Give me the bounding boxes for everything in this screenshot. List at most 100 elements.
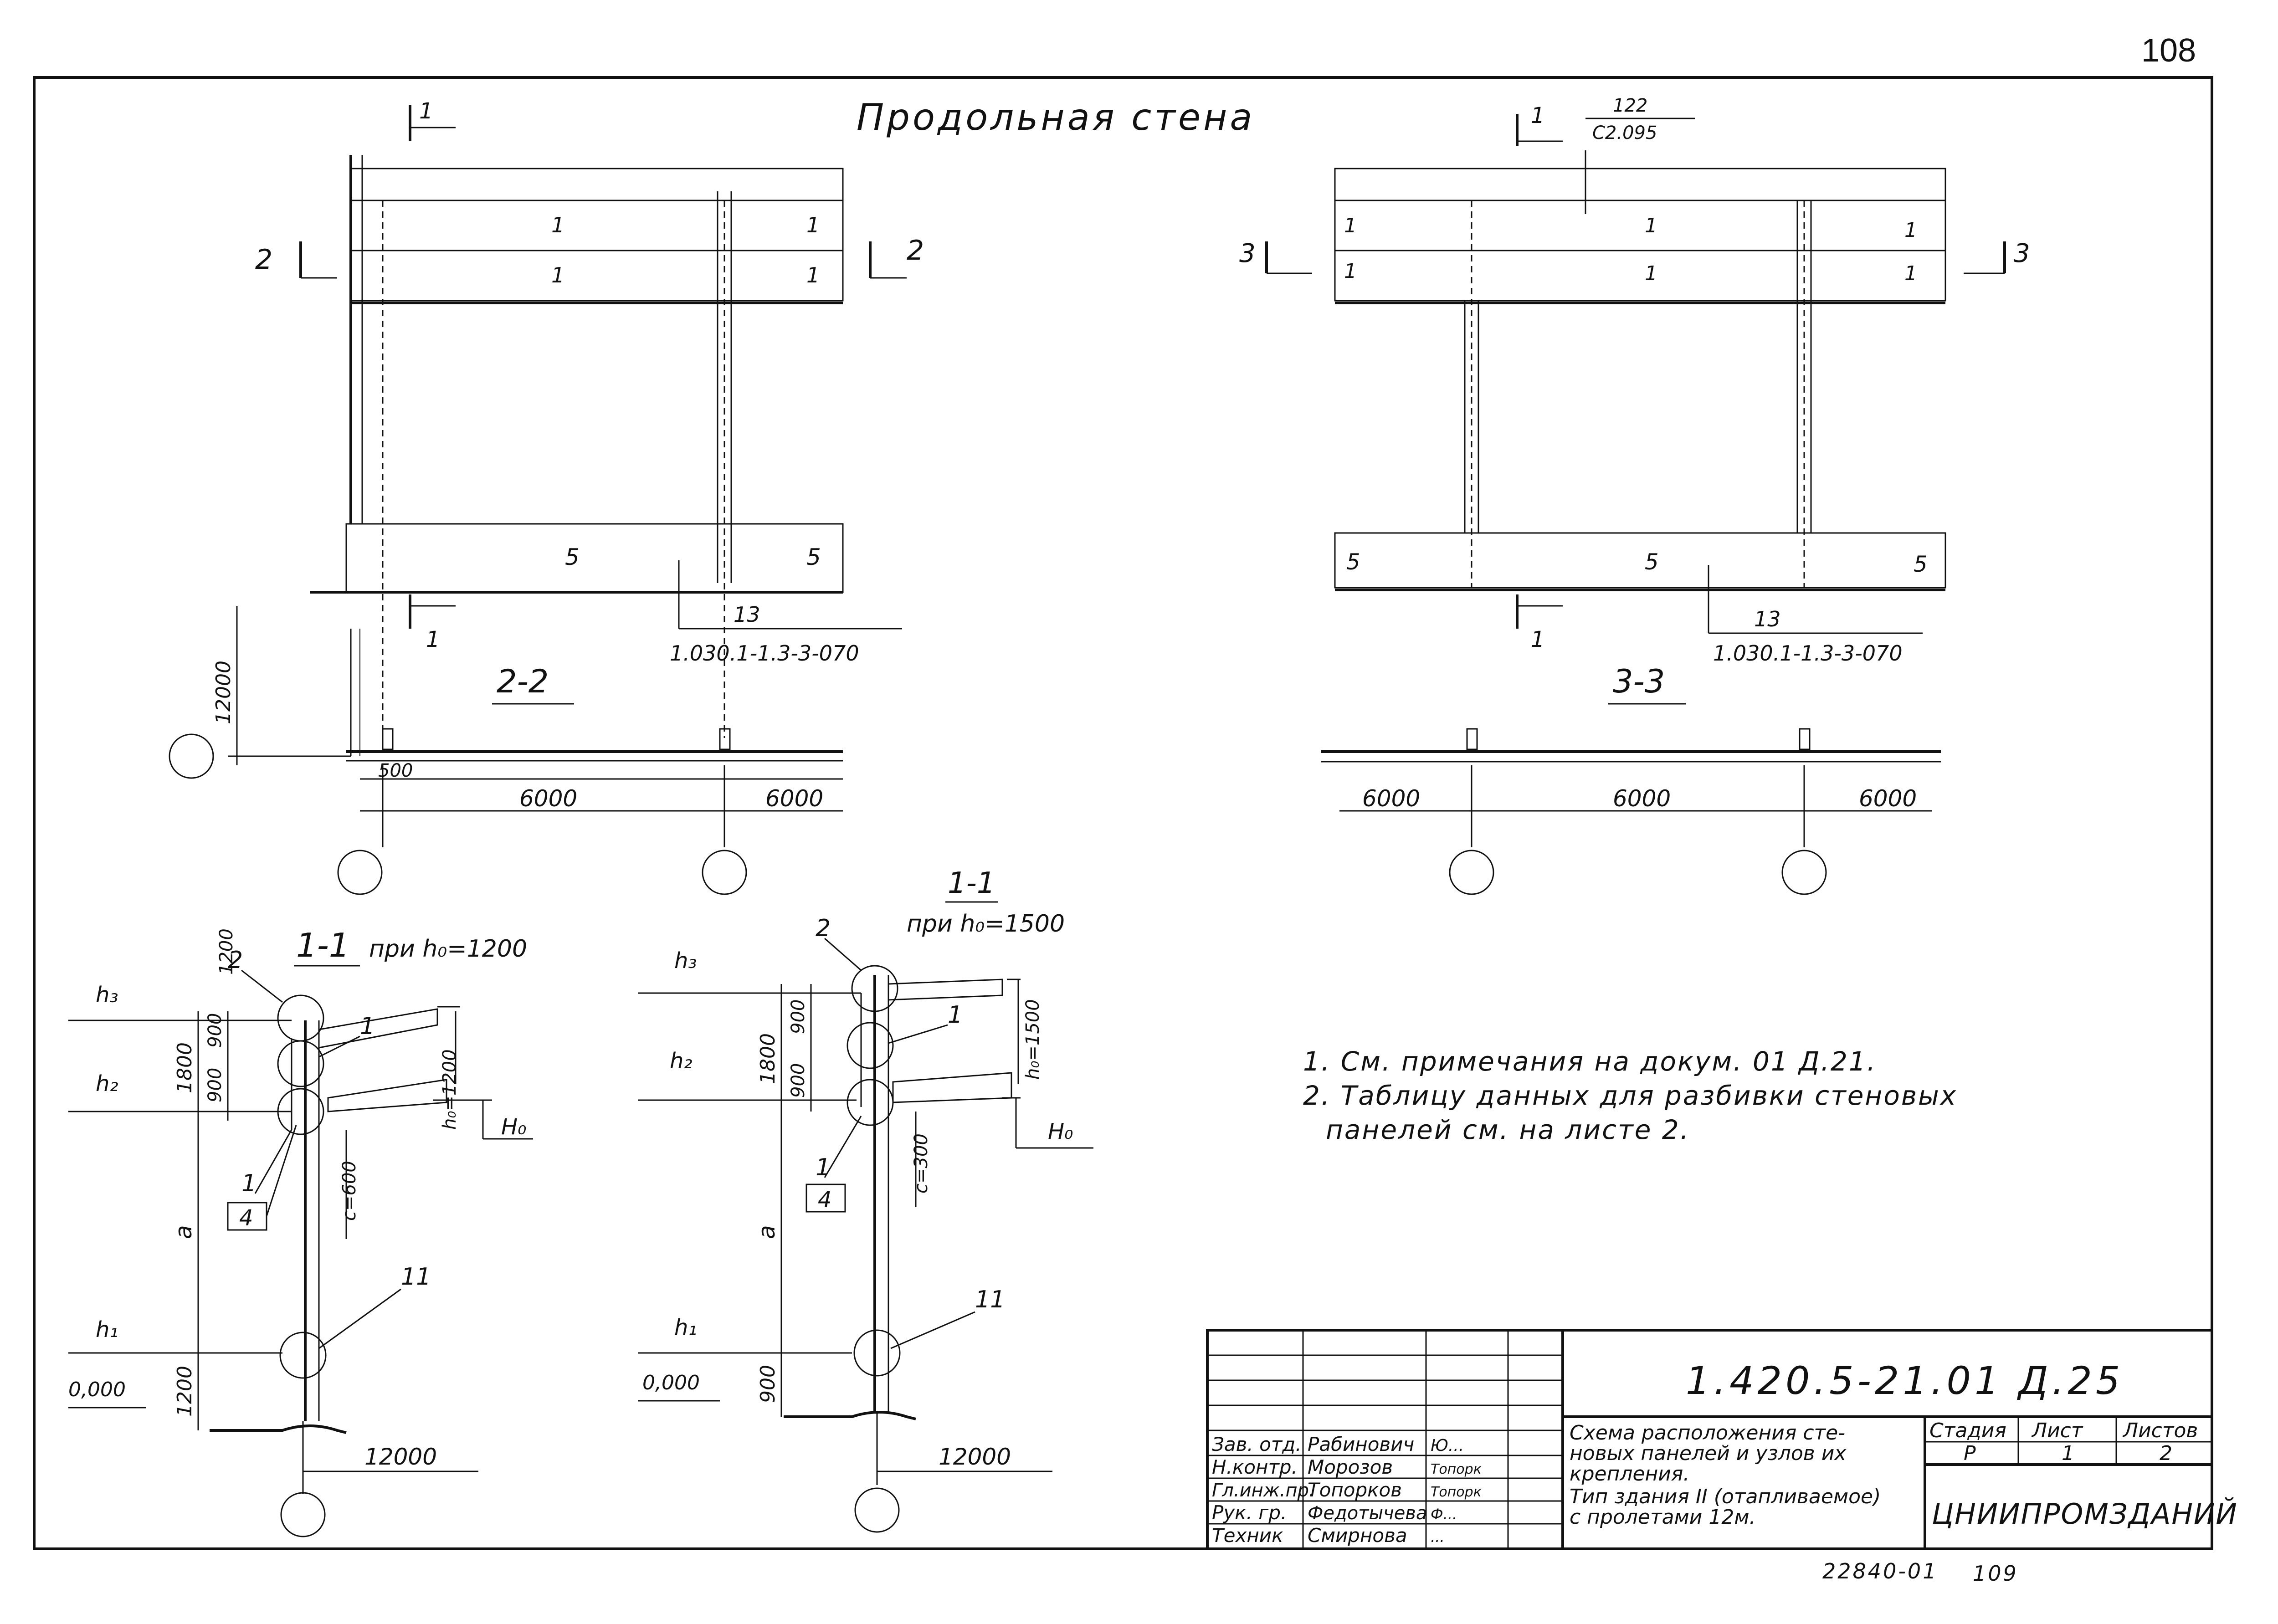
panel-row-5 — [345, 523, 844, 593]
node-label: 1 — [360, 1013, 375, 1040]
node-label: 1 — [816, 1154, 831, 1181]
dim: a — [170, 1225, 197, 1239]
staff-role: Рук. гр. — [1212, 1501, 1287, 1524]
c-dim: c=600 — [339, 1161, 360, 1221]
section-label: 2-2 — [497, 663, 549, 700]
section-3-3-elevation: 1 1 1 1 1 1 5 5 5 1 122 С2.095 3 3 1 13 … — [1239, 95, 2030, 895]
dim-height: 12000 — [212, 661, 235, 724]
sheets-value: 2 — [2160, 1442, 2172, 1465]
section-marker: 1 — [1531, 103, 1545, 128]
node-label: 4 — [239, 1205, 253, 1231]
panel-row-2 — [1334, 250, 1946, 302]
callout-code: 1.030.1-1.3-3-070 — [670, 641, 859, 666]
node-label: 11 — [975, 1286, 1005, 1313]
node-circle — [847, 1079, 894, 1126]
staff-role: Техник — [1212, 1524, 1283, 1547]
c-dim: c=300 — [911, 1133, 932, 1194]
node-label: 2 — [228, 947, 243, 974]
level-label: h₁ — [96, 1317, 118, 1342]
section-subtitle: при h₀=1500 — [907, 910, 1065, 938]
staff-role: Зав. отд. — [1212, 1433, 1302, 1455]
section-marker: 1 — [1531, 627, 1545, 652]
panel-label: 5 — [806, 544, 821, 570]
section-marker: 2 — [255, 244, 272, 276]
node-label: 1 — [241, 1170, 257, 1197]
node-label: 2 — [816, 915, 831, 942]
note-line: панелей см. на листе 2. — [1326, 1114, 1690, 1145]
dim-span: 6000 — [1859, 785, 1917, 812]
page-number: 108 — [2141, 32, 2196, 69]
callout-number: 122 — [1613, 95, 1647, 116]
level-label: h₂ — [96, 1071, 118, 1096]
panel-label: 1 — [1344, 214, 1357, 237]
section-marker: 3 — [2014, 239, 2030, 268]
staff-sign: Топорк — [1431, 1461, 1482, 1477]
node-label: 11 — [401, 1263, 431, 1291]
dim: 1800 — [756, 1033, 780, 1084]
section-1-1-h0-1500: 1-1 при h₀=1500 2 1 1 4 11 h₃ h₂ h₁ 0,00 — [638, 866, 1093, 1533]
staff-name: Рабинович — [1308, 1433, 1414, 1455]
panel-label: 1 — [1645, 262, 1657, 285]
staff-sign: Ф... — [1431, 1506, 1457, 1523]
doc-code: 1.420.5-21.01 Д.25 — [1686, 1358, 2124, 1403]
panel-row-5 — [1334, 532, 1946, 589]
section-marker: 3 — [1239, 239, 1256, 268]
base-level: H₀ — [501, 1114, 526, 1140]
callout-number: 13 — [1754, 607, 1781, 631]
notes: 1. См. примечания на докум. 01 Д.21. 2. … — [1303, 1046, 1957, 1145]
view-title: Продольная стена — [857, 96, 1255, 138]
title-block: Зав. отд. Рабинович Ю... Н.контр. Морозо… — [1206, 1329, 2237, 1550]
section-marker: 2 — [907, 235, 924, 266]
panel-row-1 — [350, 200, 844, 251]
section-marker: 1 — [426, 627, 440, 652]
dim-span: 6000 — [1362, 785, 1420, 812]
axis-bubble — [854, 1487, 900, 1533]
panel-label: 1 — [806, 213, 820, 237]
panel-row-1 — [1334, 200, 1946, 251]
footer-number: 109 — [1973, 1561, 2018, 1586]
section-label: 1-1 — [948, 866, 995, 900]
level-label: h₃ — [674, 948, 697, 973]
node-circle — [277, 1040, 324, 1087]
dim-span: 6000 — [1613, 785, 1671, 812]
panel-label: 5 — [1914, 552, 1928, 577]
node-circle — [279, 1332, 327, 1379]
dim-span: 6000 — [765, 785, 823, 812]
note-line: 2. Таблицу данных для разбивки стеновых — [1303, 1080, 1957, 1111]
description-line: Схема расположения сте- — [1570, 1421, 1845, 1445]
dim: 1200 — [173, 1366, 196, 1417]
axis-bubble — [1781, 850, 1827, 895]
callout-code: С2.095 — [1592, 123, 1657, 143]
description-line: Тип здания II (отапливаемое) — [1570, 1485, 1881, 1508]
sheets-header: Листов — [2122, 1419, 2198, 1442]
level-label: 0,000 — [68, 1378, 126, 1401]
dim: 900 — [788, 1063, 809, 1098]
panel-label: 1 — [551, 263, 564, 287]
note-line: 1. См. примечания на докум. 01 Д.21. — [1303, 1046, 1877, 1077]
panel-label: 5 — [565, 544, 580, 570]
staff-name: Топорков — [1308, 1479, 1402, 1501]
sheet-value: 1 — [2062, 1442, 2074, 1465]
node-circle — [851, 965, 898, 1012]
node-circle — [853, 1329, 901, 1377]
dim: 900 — [756, 1365, 780, 1403]
dim-offset: 500 — [378, 760, 413, 781]
staff-role: Н.контр. — [1212, 1456, 1298, 1478]
panel-label: 5 — [1645, 549, 1659, 575]
node-circle — [277, 994, 324, 1042]
node-label: 4 — [818, 1187, 832, 1213]
staff-name: Смирнова — [1308, 1524, 1407, 1547]
span-dim: 12000 — [364, 1444, 437, 1470]
axis-bubble — [280, 1492, 326, 1537]
staff-name: Морозов — [1308, 1456, 1393, 1478]
panel-top-0 — [1334, 168, 1946, 201]
level-label: h₃ — [96, 982, 118, 1008]
panel-row-2 — [350, 250, 844, 302]
dim: 1200 — [216, 928, 237, 975]
callout-code: 1.030.1-1.3-3-070 — [1713, 641, 1903, 666]
dim: 900 — [788, 999, 809, 1034]
level-label: h₁ — [674, 1315, 697, 1340]
axis-bubble — [169, 733, 214, 779]
description-line: с пролетами 12м. — [1570, 1506, 1756, 1529]
